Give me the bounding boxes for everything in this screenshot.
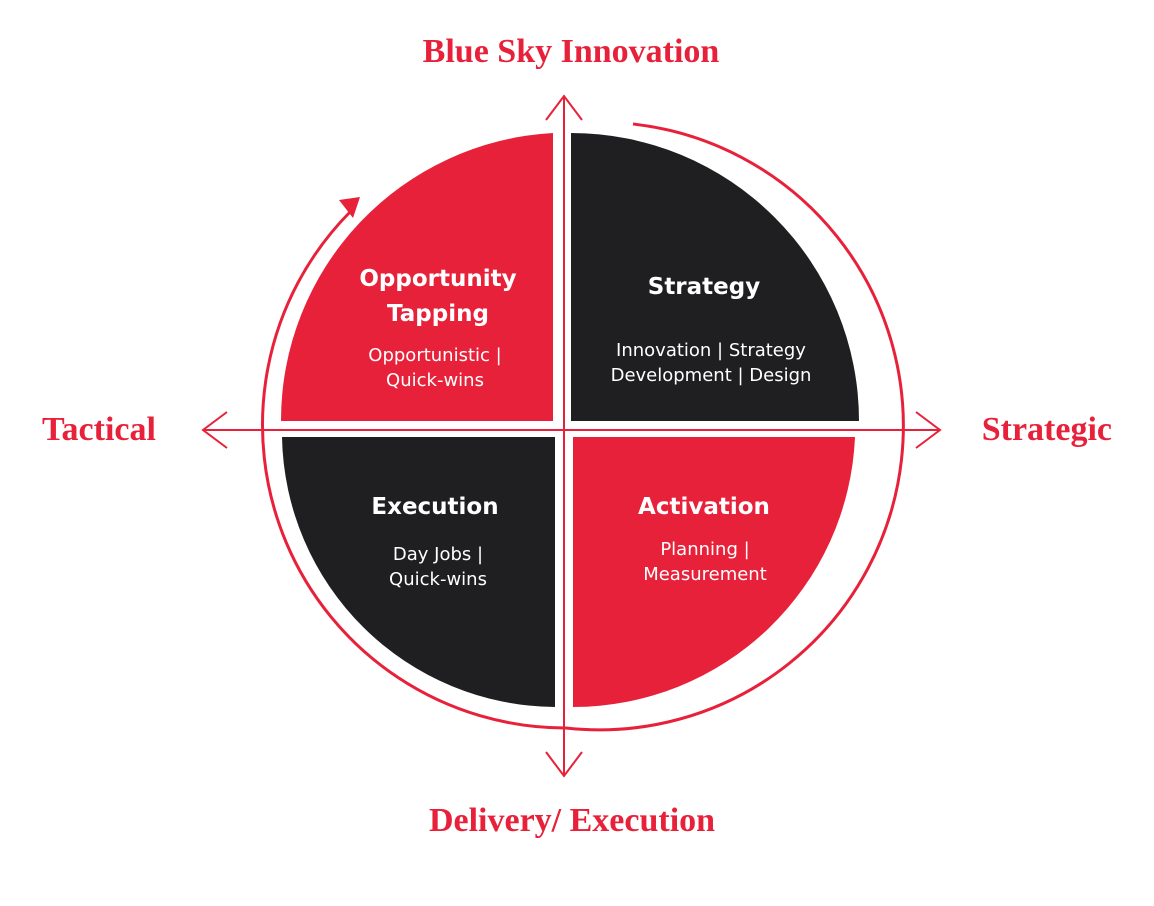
axis-label-bottom: Delivery/ Execution xyxy=(429,802,715,839)
quadrant-bottom-left-title: Execution xyxy=(371,494,498,520)
arrow-up-icon xyxy=(545,94,583,121)
outer-ring xyxy=(261,122,905,732)
quadrant-top-left-title-line-2: Tapping xyxy=(387,301,489,327)
quadrant-bottom-right-shape xyxy=(573,437,855,708)
quadrant-top-right-shape xyxy=(571,133,859,421)
axis-label-left: Tactical xyxy=(42,411,156,448)
quadrant-bottom-right-subtitle-line-2: Measurement xyxy=(643,564,767,585)
quadrant-bottom-right-subtitle-line-1: Planning | xyxy=(660,539,749,560)
quadrant-bottom-left-subtitle-line-2: Quick-wins xyxy=(389,569,487,590)
axis-label-right: Strategic xyxy=(982,411,1112,448)
arrow-left-icon xyxy=(201,411,228,449)
quadrant-top-left-subtitle-line-1: Opportunistic | xyxy=(368,345,501,366)
arrow-down-icon xyxy=(545,751,583,778)
axis-label-top: Blue Sky Innovation xyxy=(423,33,720,70)
quadrant-top-left-shape xyxy=(280,133,553,421)
quadrant-top-left-title-line-1: Opportunity xyxy=(359,266,516,292)
quadrant-bottom-left-subtitle-line-1: Day Jobs | xyxy=(393,544,483,565)
quadrant-bottom-left-shape xyxy=(282,437,555,707)
ring-arrowhead xyxy=(339,197,360,218)
quadrant-top-left-subtitle-line-2: Quick-wins xyxy=(386,370,484,391)
quadrant-top-right-subtitle-line-1: Innovation | Strategy xyxy=(616,340,806,361)
arrow-right-icon xyxy=(915,411,942,449)
quadrant-top-right-title: Strategy xyxy=(648,274,760,300)
quadrant-bottom-right-title: Activation xyxy=(638,494,770,520)
quadrant-top-right-subtitle-line-2: Development | Design xyxy=(611,365,812,386)
